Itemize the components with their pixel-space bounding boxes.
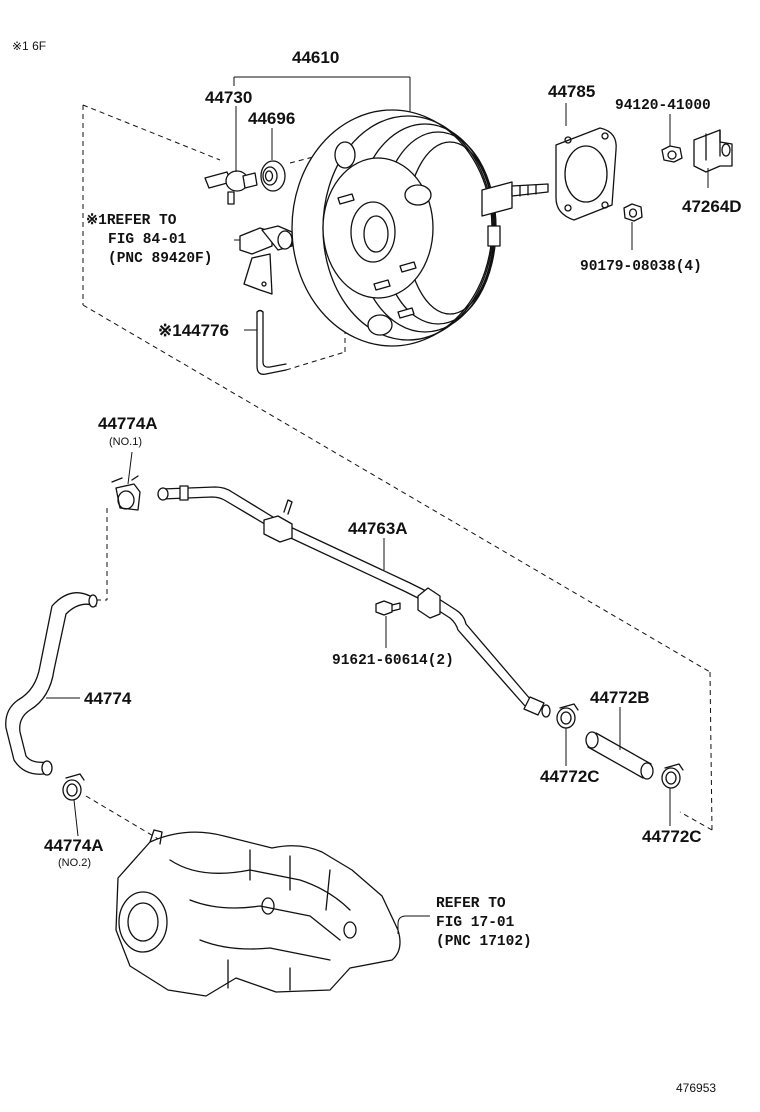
label-vacuum-pipe: 44763A [348, 519, 408, 538]
small-vacuum-hose[interactable] [256, 309, 287, 375]
short-hose[interactable] [585, 731, 654, 780]
intake-manifold[interactable] [115, 829, 401, 997]
nut-94120[interactable] [661, 145, 683, 163]
label-nut-90179: 90179-08038(4) [580, 259, 702, 275]
label-manifold-ref-2: FIG 17-01 [436, 915, 515, 931]
label-clip-no1: 44774A [98, 414, 158, 433]
check-valve[interactable] [204, 170, 258, 205]
label-grommet: 44696 [248, 109, 295, 128]
bolt[interactable] [375, 600, 401, 616]
label-clamp-left: 44772C [540, 767, 600, 786]
label-sensor-ref-3: (PNC 89420F) [108, 251, 212, 267]
vacuum-pipe[interactable] [157, 485, 551, 718]
label-manifold-ref-3: (PNC 17102) [436, 934, 532, 950]
hose-clip-no1[interactable] [111, 475, 141, 511]
hose-clip-no2[interactable] [62, 773, 85, 801]
label-small-hose: ※144776 [158, 321, 229, 340]
nut-90179[interactable] [623, 203, 643, 222]
vacuum-sensor[interactable] [239, 225, 293, 295]
figure-id: 476953 [676, 1081, 716, 1095]
label-vacuum-hose: 44774 [84, 689, 132, 708]
label-check-valve: 44730 [205, 88, 252, 107]
hose-clamp-right[interactable] [661, 763, 684, 789]
label-nut-94120: 94120-41000 [615, 98, 711, 114]
booster-gasket[interactable] [555, 127, 617, 221]
label-sensor-ref-2: FIG 84-01 [108, 232, 187, 248]
label-short-hose: 44772B [590, 688, 650, 707]
label-clamp-right: 44772C [642, 827, 702, 846]
label-clip-no2: 44774A [44, 836, 104, 855]
hose-clamp-left[interactable] [556, 703, 579, 729]
label-bolt: 91621-60614(2) [332, 653, 454, 669]
brake-booster[interactable] [291, 109, 549, 347]
mounting-bracket[interactable] [693, 129, 733, 173]
label-clip-no1-sub: (NO.1) [109, 436, 142, 448]
header-note: ※1 6F [12, 39, 46, 53]
label-booster-assembly: 44610 [292, 48, 339, 67]
label-gasket: 44785 [548, 82, 595, 101]
label-manifold-ref-1: REFER TO [436, 896, 506, 912]
label-clip-no2-sub: (NO.2) [58, 857, 91, 869]
vacuum-hose[interactable] [5, 592, 98, 776]
leader-lines [46, 76, 709, 934]
label-sensor-ref-1: ※1REFER TO [86, 212, 177, 229]
grommet[interactable] [260, 160, 286, 192]
label-bracket: 47264D [682, 197, 742, 216]
